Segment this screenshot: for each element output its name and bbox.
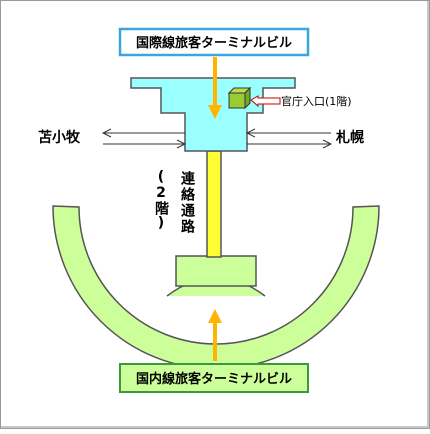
corridor-name-label: 連絡通路 xyxy=(179,170,195,235)
domestic-terminal-title-box: 国内線旅客ターミナルビル xyxy=(119,363,309,393)
domestic-terminal-arc-building xyxy=(52,205,380,370)
government-entrance-label: 官庁入口(1階) xyxy=(281,94,352,108)
road-arrow-left-icon xyxy=(101,128,187,149)
domestic-terminal-label: 国内線旅客ターミナルビル xyxy=(136,371,292,387)
corridor-floor-label: (2階) xyxy=(153,169,169,231)
international-terminal-title-box: 国際線旅客ターミナルビル xyxy=(118,27,310,57)
international-terminal-label: 国際線旅客ターミナルビル xyxy=(136,35,292,51)
right-direction-label: 札幌 xyxy=(335,129,364,146)
domestic-terminal-center-block xyxy=(175,255,257,287)
road-arrow-right-icon xyxy=(245,128,333,149)
connecting-corridor xyxy=(206,150,222,258)
government-entrance-cube-icon xyxy=(227,86,252,110)
government-entrance-pointer-icon xyxy=(250,95,281,108)
arrow-down-icon xyxy=(208,57,222,119)
arrow-up-icon xyxy=(208,309,222,361)
left-direction-label: 苫小牧 xyxy=(38,129,81,146)
